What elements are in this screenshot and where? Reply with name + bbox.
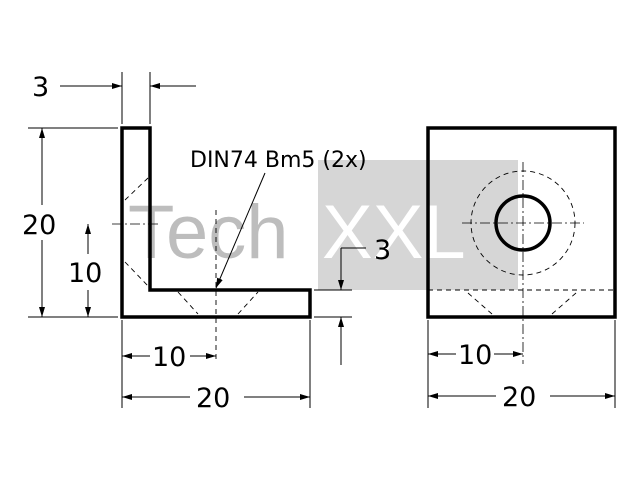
l-profile-outline [120,126,312,319]
callout-leader [215,172,266,289]
watermark-tech: Tech [128,190,289,275]
dim-width-side-label: 20 [196,383,230,414]
dim-thickness-label: 3 [32,72,49,103]
dim-hole-offset-side-label: 10 [152,342,186,373]
dim-height-label: 20 [22,210,56,241]
dim-hole-height-label: 10 [68,258,102,289]
dim-thickness-top [60,72,196,124]
dim-width-side [122,320,311,408]
dim-base-thickness-label: 3 [374,235,391,266]
hole-circle [494,194,552,252]
dim-width-front-label: 20 [502,382,536,413]
callout-text: DIN74 Bm5 (2x) [190,148,367,173]
watermark: Tech XXL [128,160,518,290]
front-center-lines [462,162,584,364]
dim-height [28,127,118,318]
dim-hole-offset-front-label: 10 [458,340,492,371]
dim-hole-offset-side [121,320,216,408]
front-outline [426,126,617,319]
watermark-xxl: XXL [322,190,466,275]
watermark-box [318,160,518,290]
front-hidden-lines [467,292,577,315]
dim-width-front [428,320,616,408]
front-view [426,126,617,364]
dim-base-thickness [314,247,366,365]
